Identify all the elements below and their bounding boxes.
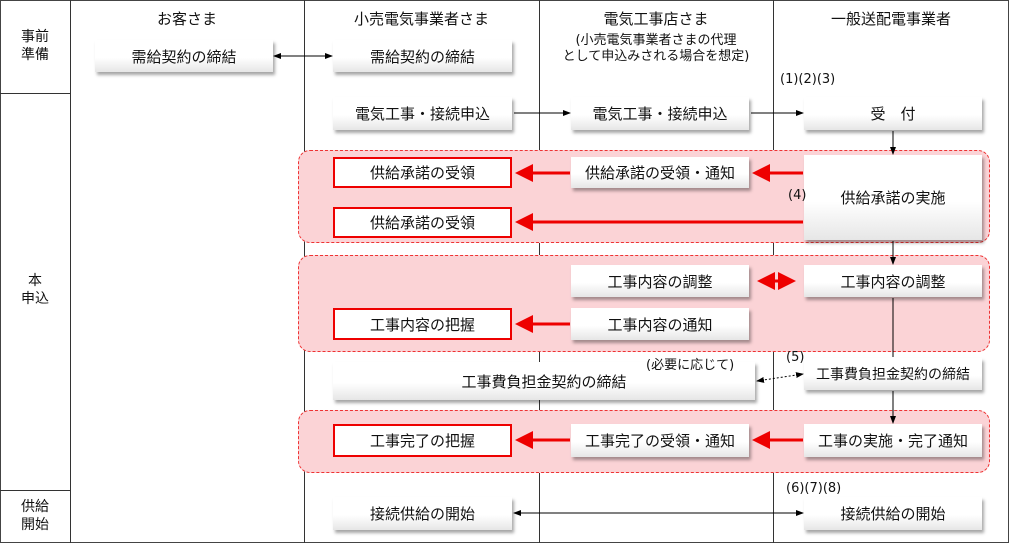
lane-contractor-note: (小売電気事業者さまの代理 bbox=[575, 33, 737, 48]
lane-contractor: 電気工事店さま bbox=[603, 10, 709, 28]
phase-start: 供給開始 bbox=[21, 499, 49, 533]
lane-contractor-note: として申込みされる場合を想定) bbox=[562, 49, 750, 64]
grid-complete-box: 工事の実施・完了通知 bbox=[804, 424, 982, 457]
note-5: (5) bbox=[786, 350, 805, 365]
retail-apply-box: 電気工事・接続申込 bbox=[333, 97, 512, 130]
grid-approval-box: 供給承諾の実施 bbox=[804, 155, 982, 240]
cost-contract-box: 工事費負担金契約の締結 bbox=[333, 362, 755, 400]
note-4: (4) bbox=[788, 188, 807, 203]
note-as-needed: (必要に応じて) bbox=[646, 358, 735, 373]
lane-retail: 小売電気事業者さま bbox=[353, 10, 489, 28]
grid-start-box: 接続供給の開始 bbox=[804, 497, 982, 530]
lane-customer: お客さま bbox=[156, 10, 217, 28]
divider bbox=[0, 490, 70, 491]
divider bbox=[0, 93, 70, 94]
retail-grasp-box: 工事内容の把握 bbox=[333, 308, 512, 340]
retail-contract-box: 需給契約の締結 bbox=[333, 40, 512, 72]
note-123: (1)(2)(3) bbox=[780, 72, 836, 87]
contractor-apply-box: 電気工事・接続申込 bbox=[571, 97, 749, 130]
retail-start-box: 接続供給の開始 bbox=[333, 497, 512, 530]
grid-accept-box: 受 付 bbox=[804, 97, 982, 130]
contractor-complete-box: 工事完了の受領・通知 bbox=[571, 424, 749, 457]
retail-approval-box-2: 供給承諾の受領 bbox=[333, 207, 512, 238]
grid-adjust-box: 工事内容の調整 bbox=[804, 265, 982, 297]
contractor-notify-box: 工事内容の通知 bbox=[571, 308, 749, 340]
contractor-approval-box: 供給承諾の受領・通知 bbox=[571, 157, 749, 188]
retail-approval-box: 供給承諾の受領 bbox=[333, 157, 512, 188]
phase-prep: 事前準備 bbox=[21, 29, 49, 63]
note-678: (6)(7)(8) bbox=[786, 481, 842, 496]
phase-main: 本申込 bbox=[21, 273, 49, 307]
lane-grid: 一般送配電事業者 bbox=[830, 10, 951, 28]
grid-cost-box: 工事費負担金契約の締結 bbox=[804, 358, 982, 390]
divider bbox=[70, 0, 71, 543]
customer-contract-box: 需給契約の締結 bbox=[95, 40, 273, 72]
retail-complete-box: 工事完了の把握 bbox=[333, 424, 512, 457]
contractor-adjust-box: 工事内容の調整 bbox=[571, 265, 749, 297]
